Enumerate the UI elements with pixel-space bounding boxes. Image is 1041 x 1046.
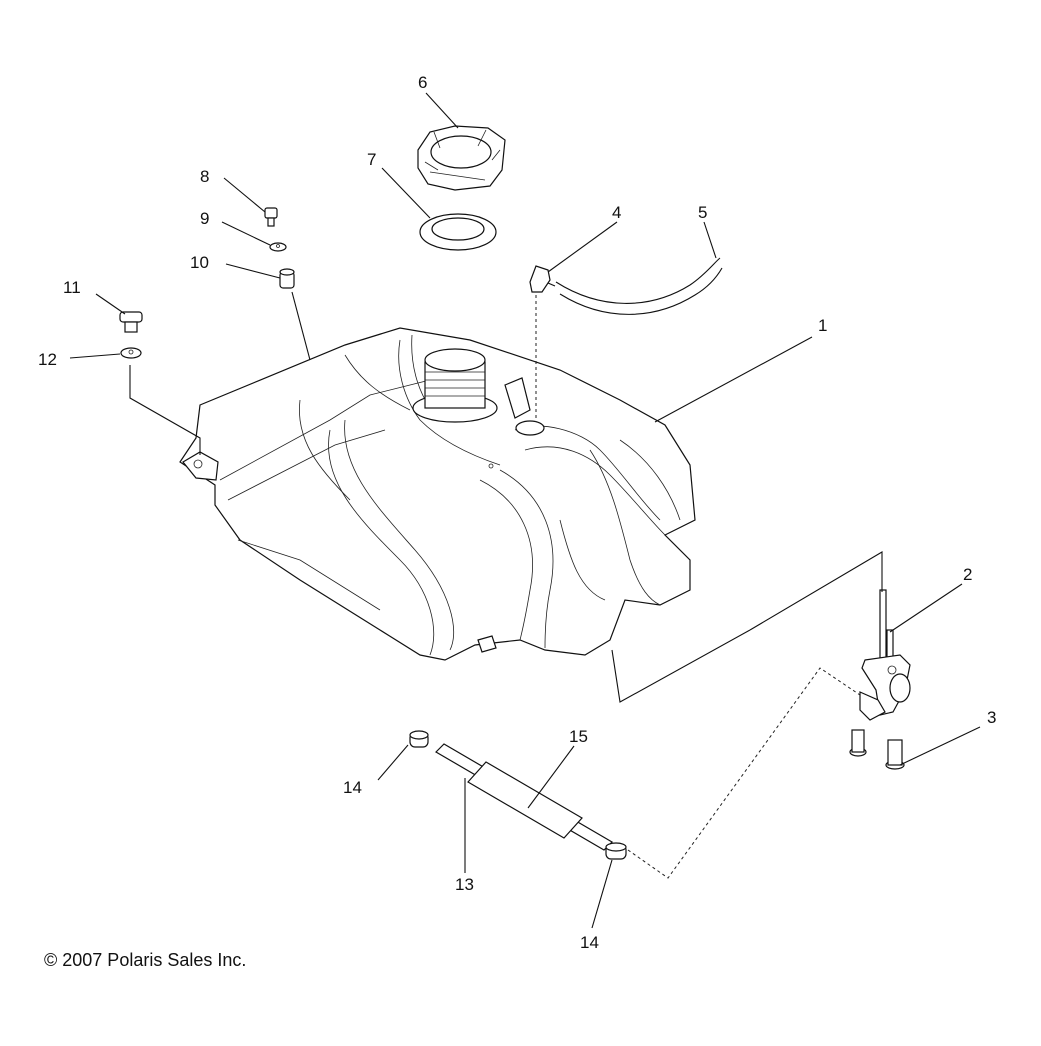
valve-screw-left: [849, 729, 867, 757]
callout-12: 12: [38, 350, 57, 369]
callout-2: 2: [963, 565, 972, 584]
hose-clamp-lower: [605, 842, 627, 860]
fuel-cap: [417, 125, 506, 191]
bushing-10: [279, 268, 295, 289]
callout-1: 1: [818, 316, 827, 335]
callout-3: 3: [987, 708, 996, 727]
callout-5: 5: [698, 203, 707, 222]
valve-screw-right: [885, 739, 905, 770]
cap-seal-ring: [419, 213, 497, 251]
washer-9: [269, 242, 287, 252]
callout-8: 8: [200, 167, 209, 186]
fuel-tank: [179, 327, 696, 661]
copyright-notice: © 2007 Polaris Sales Inc.: [44, 950, 247, 970]
callout-9: 9: [200, 209, 209, 228]
vent-fitting: [529, 265, 556, 293]
hose-clamp-upper: [409, 730, 429, 748]
callout-4: 4: [612, 203, 621, 222]
callout-7: 7: [367, 150, 376, 169]
callout-14-upper: 14: [343, 778, 362, 797]
screw-8: [264, 207, 278, 227]
dashed-guide-lines: [535, 295, 861, 879]
callout-11: 11: [63, 278, 81, 297]
callout-14-lower: 14: [580, 933, 599, 952]
callouts: 6 7 8 9 10 11 12 4 5 1 2 3 15 14 13 14: [38, 73, 996, 952]
callout-15: 15: [569, 727, 588, 746]
leader-lines: [69, 92, 981, 929]
callout-13: 13: [455, 875, 474, 894]
fuel-valve: [859, 589, 911, 721]
callout-10: 10: [190, 253, 209, 272]
washer-12: [120, 347, 142, 359]
callout-6: 6: [418, 73, 427, 92]
fuel-line-sleeve: [467, 761, 583, 839]
vent-hose: [555, 257, 723, 315]
bolt-11: [119, 311, 143, 333]
